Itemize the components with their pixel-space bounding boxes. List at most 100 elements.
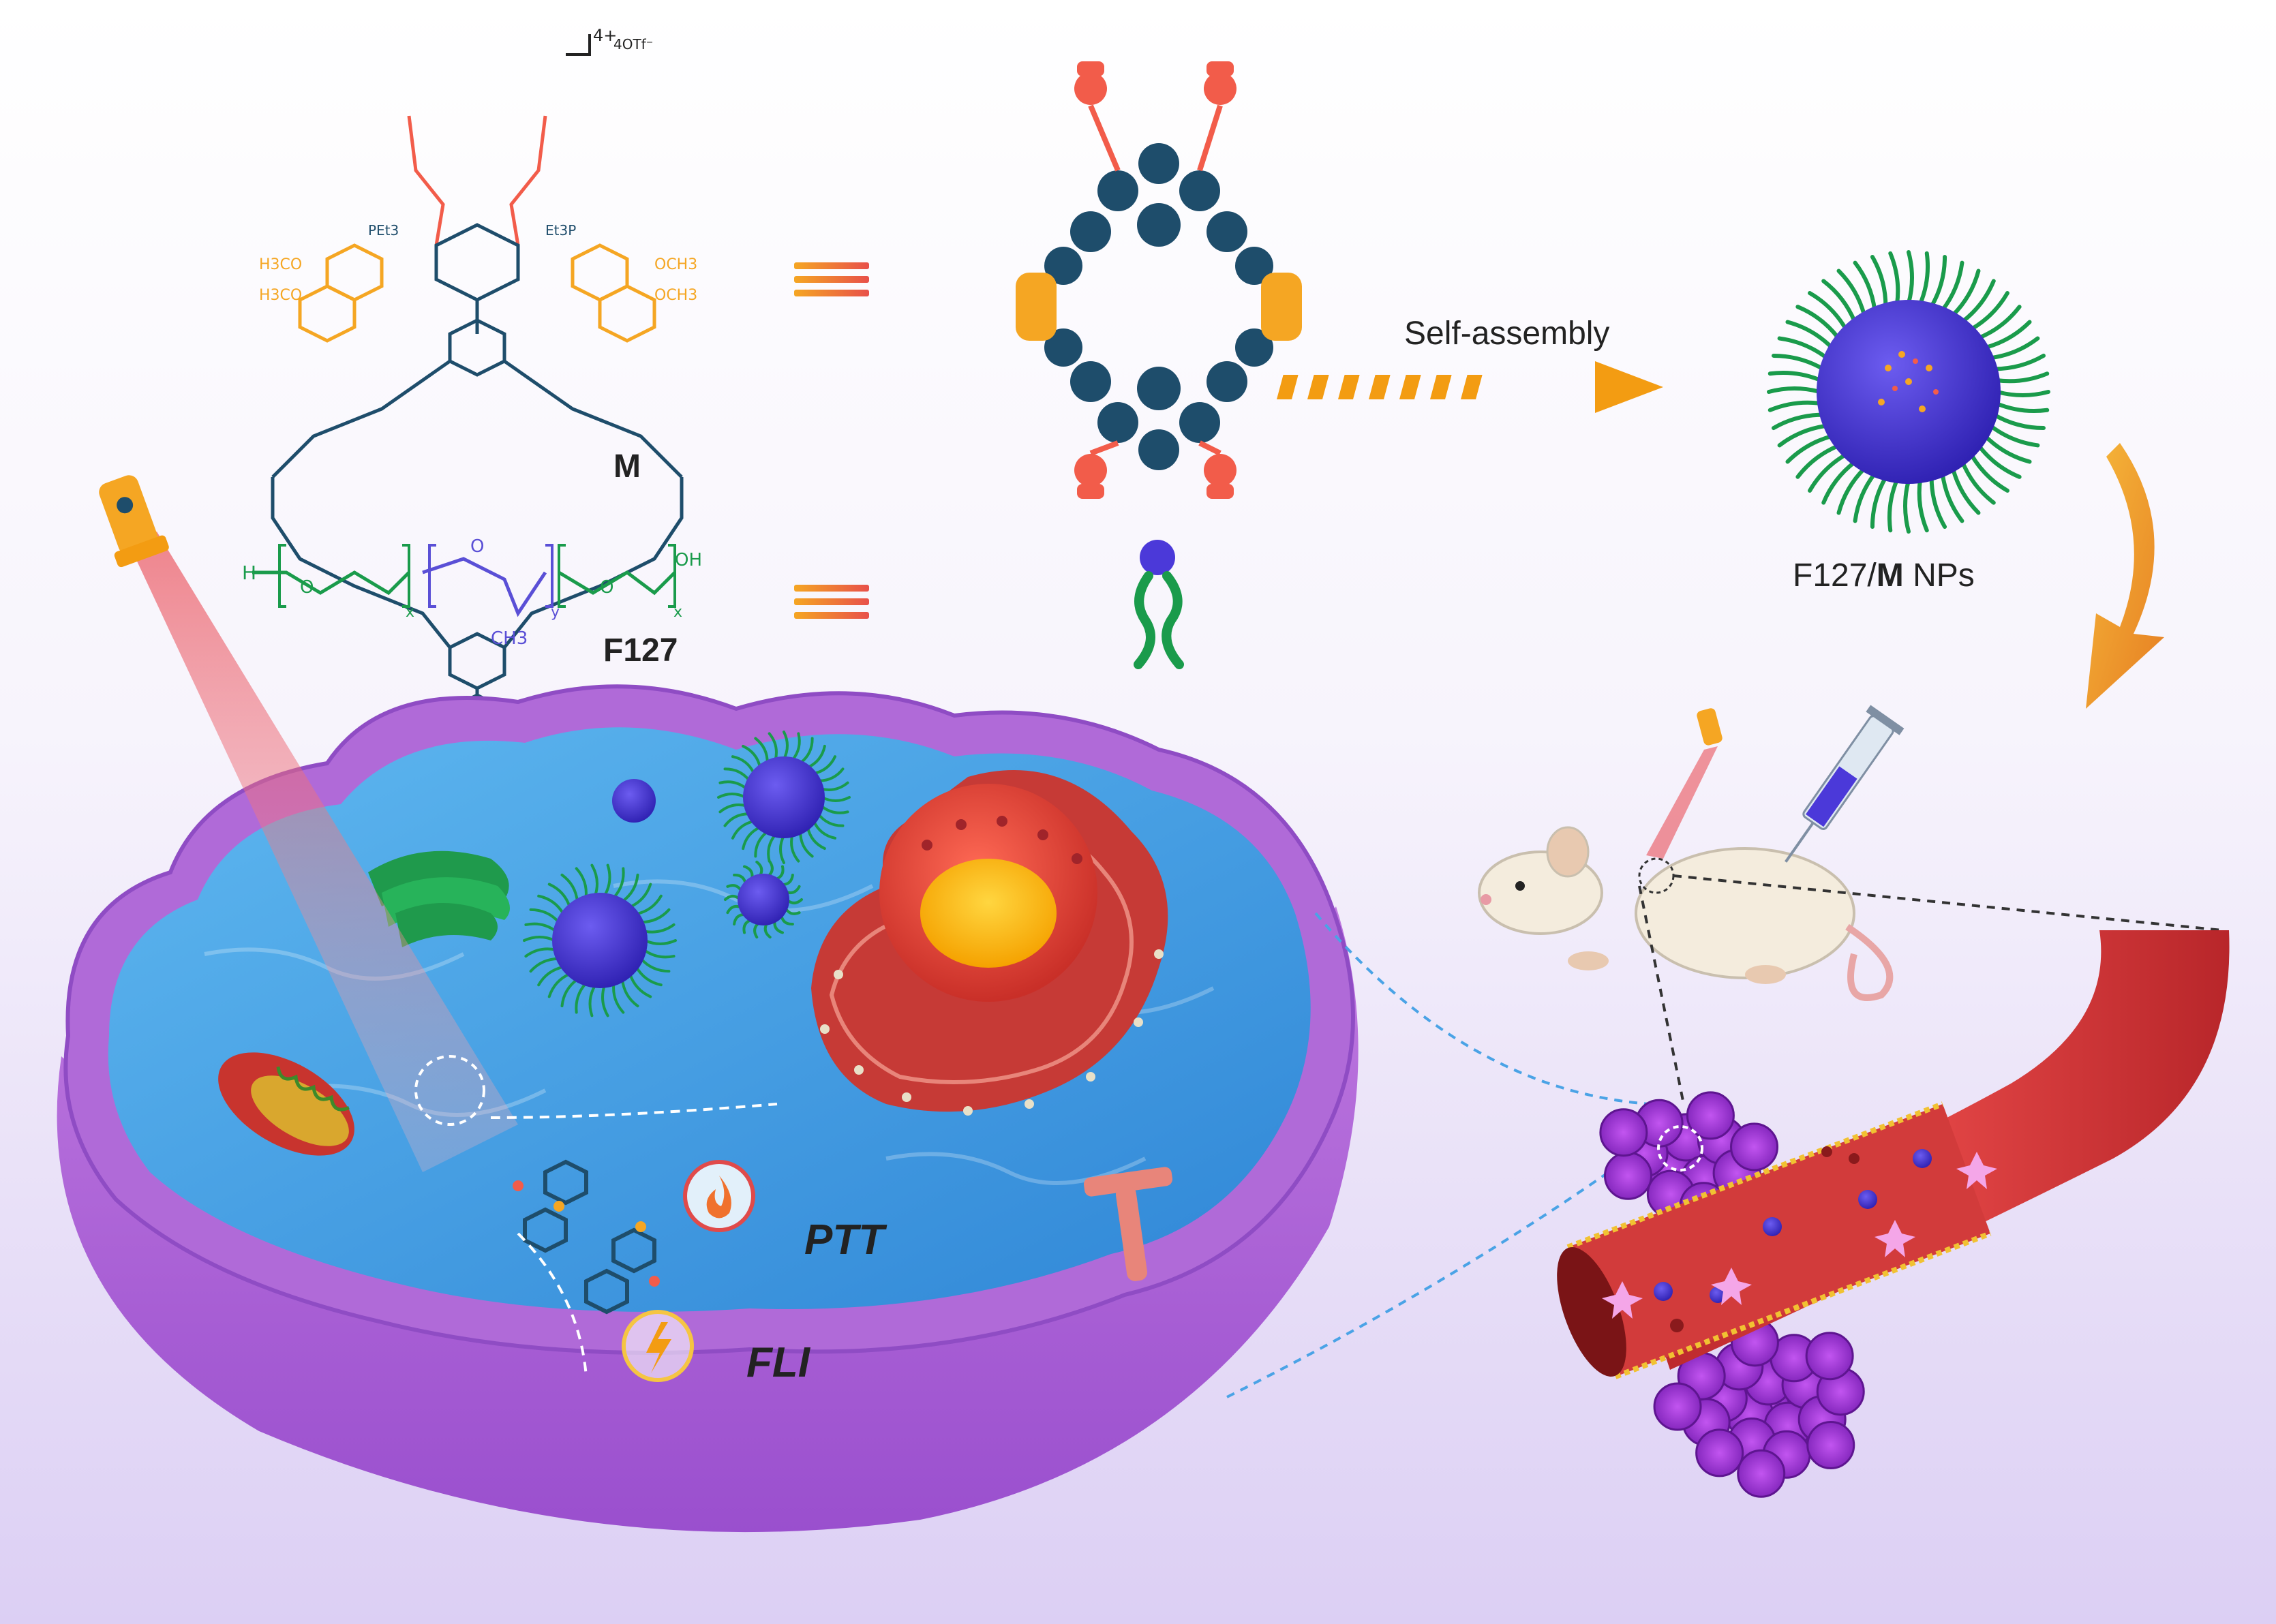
self-assembly-label: Self-assembly — [1404, 316, 1609, 352]
polymer-chain — [1960, 460, 1996, 505]
nanoparticle-label-bold: M — [1877, 557, 1904, 594]
tumor-cell — [1805, 1332, 1854, 1381]
methoxy-left-bottom: H3CO — [259, 287, 302, 304]
polymer-chain — [1929, 475, 1947, 530]
ptt-label: PTT — [804, 1216, 887, 1263]
polymer-chain — [1836, 466, 1866, 515]
polymer-chain — [1994, 371, 2050, 384]
polymer-chain — [1870, 475, 1888, 530]
ptt-badge — [683, 1160, 755, 1232]
dashed-path — [490, 1103, 778, 1119]
polymer-chain — [1821, 460, 1857, 505]
equivalent-sign-top — [794, 262, 869, 296]
polymer-chain — [1808, 291, 1849, 332]
targeted-np-highlight — [414, 1055, 485, 1126]
counterion-label: 4OTf⁻ — [613, 36, 653, 52]
cytoskeleton — [1083, 1167, 1173, 1281]
fli-label: FLI — [746, 1339, 811, 1386]
polymer-chain — [1969, 452, 2009, 493]
polymer-chain — [1853, 472, 1877, 523]
polymer-chain — [1977, 305, 2022, 340]
polymer-chain — [1785, 320, 1834, 350]
bracket — [566, 34, 591, 56]
polymer-chain — [1795, 444, 1840, 479]
small-laser-beam — [1646, 746, 1718, 859]
tumor-cell — [1806, 1421, 1855, 1470]
polymer-chain — [1888, 251, 1900, 307]
methoxy-left-top: H3CO — [259, 256, 302, 273]
f127-oh: OH — [675, 550, 702, 570]
laser-beam — [130, 532, 518, 1172]
methoxy-right-bottom: OCH3 — [654, 287, 697, 304]
tumor-cell — [1695, 1428, 1744, 1477]
polymer-chain — [1969, 291, 2009, 332]
tumor-cell — [1603, 1151, 1652, 1200]
curved-arrow — [2086, 443, 2164, 709]
anthracene-left — [298, 243, 384, 343]
equivalent-sign-bottom — [794, 585, 869, 619]
tumor-cell — [1653, 1382, 1702, 1431]
cell: PTT FLI — [57, 532, 1359, 1533]
bracket-x-right — [558, 544, 676, 608]
f127-y: y — [551, 604, 560, 621]
blood-vessel — [1557, 930, 2230, 1379]
nucleus — [811, 770, 1168, 1116]
polymer-chain — [1983, 320, 2032, 350]
molecule-m-label: M — [613, 448, 641, 485]
polymer-chain — [1836, 269, 1866, 318]
f127-o2: O — [470, 536, 484, 557]
f127-x1: x — [406, 604, 414, 621]
polymer-chain — [1995, 390, 2050, 397]
anthracene-right — [571, 243, 656, 343]
peo-right — [558, 570, 676, 596]
polymer-chain — [1951, 466, 1981, 515]
cell-outer-body — [57, 906, 1359, 1533]
polymer-chain — [1917, 251, 1930, 307]
polymer-chain — [1988, 336, 2040, 361]
ppo-middle — [422, 557, 547, 617]
f127-x2: x — [673, 604, 682, 621]
bracket-y — [428, 544, 553, 608]
polymer-chain — [1992, 412, 2046, 431]
f127-ch3: CH3 — [491, 628, 528, 649]
cell-zoom-lines — [1226, 912, 1650, 1398]
nanoparticle-label: F127/M NPs — [1793, 557, 1975, 594]
self-assembly-arrow — [1276, 361, 1663, 413]
nanoparticle-label-suffix: NPs — [1904, 557, 1975, 594]
mouse — [1478, 826, 1894, 1001]
polymer-chain — [1771, 412, 1825, 431]
nanoparticle-top — [1767, 250, 2050, 534]
polymer-chain — [1821, 279, 1857, 324]
polymer-chain — [1988, 423, 2040, 448]
lightning-icon — [646, 1322, 671, 1373]
polymer-chain — [1992, 353, 2046, 371]
tumor-cell — [1686, 1091, 1735, 1140]
polymer-chain — [1929, 254, 1947, 309]
et3p-label: Et3P — [545, 222, 576, 239]
golgi-apparatus — [368, 851, 510, 947]
polymer-chain — [1767, 400, 1823, 412]
bodipy-top — [407, 115, 547, 334]
polymer-chain — [1951, 269, 1981, 318]
polymer-chain — [1907, 250, 1914, 305]
released-molecules — [523, 1159, 656, 1315]
polymer-chain — [1853, 260, 1877, 312]
tumor-cell — [1599, 1108, 1648, 1157]
flame-icon — [706, 1176, 731, 1219]
polymer-chain — [1940, 472, 1964, 523]
polymer-chain — [1960, 279, 1996, 324]
polymer-chain — [1940, 260, 1964, 312]
pet3-label: PEt3 — [368, 222, 399, 239]
methoxy-right-top: OCH3 — [654, 256, 697, 273]
charge-label: 4+ — [593, 26, 617, 45]
polymer-chain — [1983, 434, 2032, 464]
tumor-cell — [1730, 1122, 1779, 1171]
f127-o1: O — [300, 577, 314, 598]
mitochondrion — [218, 1052, 354, 1156]
molecule-m-structure: 4+ 4OTf⁻ H3CO H3CO OCH3 OCH3 PEt3 Et3P M — [259, 26, 697, 873]
polymer-chain — [1917, 477, 1929, 533]
polymer-chain — [1977, 444, 2022, 479]
polymer-chain — [1808, 452, 1849, 493]
bracket-x-left — [278, 544, 410, 608]
